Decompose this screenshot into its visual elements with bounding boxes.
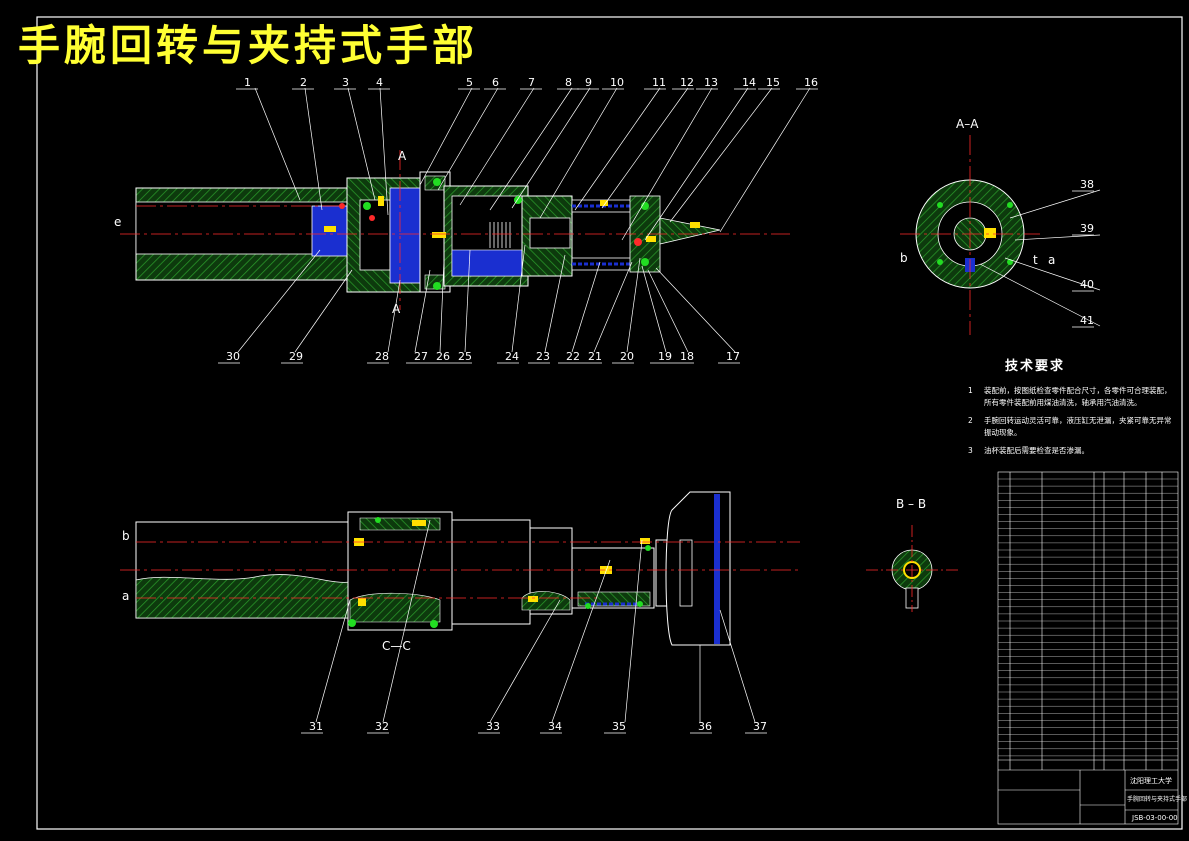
university-name: 沈阳理工大学 bbox=[1130, 776, 1172, 785]
callout-33: 33 bbox=[486, 720, 500, 733]
tech-item: 1 装配前，按图纸检查零件配合尺寸，各零件可合理装配，所有零件装配前用煤油清洗，轴… bbox=[968, 385, 1178, 409]
main-section-view bbox=[120, 150, 790, 310]
callout-19: 19 bbox=[658, 350, 672, 363]
tech-item-text: 油杯装配后需要检查是否渗漏。 bbox=[984, 446, 1089, 455]
callout-26: 26 bbox=[436, 350, 450, 363]
callout-13: 13 bbox=[704, 76, 718, 89]
callout-16: 16 bbox=[804, 76, 818, 89]
port-a-label: a bbox=[122, 589, 129, 603]
drawing-name: 手腕回转与夹持式手部 bbox=[1127, 795, 1187, 803]
callout-11: 11 bbox=[652, 76, 666, 89]
callout-2: 2 bbox=[300, 76, 307, 89]
callout-36: 36 bbox=[698, 720, 712, 733]
callout-5: 5 bbox=[466, 76, 473, 89]
bom-table bbox=[997, 471, 1179, 825]
bottom-row-callouts: 30 29 28 27 26 25 24 23 22 21 20 19 18 17 bbox=[218, 350, 740, 364]
drawing-title: 手腕回转与夹持式手部 bbox=[18, 21, 479, 70]
callout-34: 34 bbox=[548, 720, 562, 733]
callout-7: 7 bbox=[528, 76, 535, 89]
tech-item-number: 3 bbox=[968, 446, 973, 455]
callout-39: 39 bbox=[1080, 222, 1094, 235]
callout-12: 12 bbox=[680, 76, 694, 89]
lower-external-view bbox=[120, 491, 800, 646]
callout-30: 30 bbox=[226, 350, 240, 363]
callout-8: 8 bbox=[565, 76, 572, 89]
callout-20: 20 bbox=[620, 350, 634, 363]
callout-23: 23 bbox=[536, 350, 550, 363]
section-a-marker-top: A bbox=[398, 149, 407, 163]
callout-21: 21 bbox=[588, 350, 602, 363]
callout-1: 1 bbox=[244, 76, 251, 89]
section-aa-label: A–A bbox=[956, 117, 979, 131]
section-bb-view bbox=[866, 525, 958, 612]
section-bb-label: B – B bbox=[896, 497, 926, 511]
callout-22: 22 bbox=[566, 350, 580, 363]
tech-item-number: 1 bbox=[968, 386, 973, 395]
callout-38: 38 bbox=[1080, 178, 1094, 191]
bom-rows bbox=[998, 478, 1178, 757]
section-aa-view bbox=[900, 135, 1040, 335]
port-b-label: b bbox=[122, 529, 130, 543]
tech-item: 3 油杯装配后需要检查是否渗漏。 bbox=[968, 445, 1178, 457]
tech-requirements-list: 1 装配前，按图纸检查零件配合尺寸，各零件可合理装配，所有零件装配前用煤油清洗，轴… bbox=[968, 385, 1178, 463]
callout-6: 6 bbox=[492, 76, 499, 89]
callout-31: 31 bbox=[309, 720, 323, 733]
tech-item-number: 2 bbox=[968, 416, 973, 425]
callout-29: 29 bbox=[289, 350, 303, 363]
callout-28: 28 bbox=[375, 350, 389, 363]
section-a-marker-bottom: A bbox=[392, 302, 401, 316]
callout-35: 35 bbox=[612, 720, 626, 733]
callout-18: 18 bbox=[680, 350, 694, 363]
callout-24: 24 bbox=[505, 350, 519, 363]
port-a-label-aa: a bbox=[1048, 253, 1055, 267]
callout-37: 37 bbox=[753, 720, 767, 733]
callout-40: 40 bbox=[1080, 278, 1094, 291]
callout-15: 15 bbox=[766, 76, 780, 89]
callout-9: 9 bbox=[585, 76, 592, 89]
top-leaders bbox=[254, 87, 811, 241]
callout-10: 10 bbox=[610, 76, 624, 89]
right-callouts: 38 39 40 41 bbox=[1072, 178, 1094, 328]
callout-14: 14 bbox=[742, 76, 756, 89]
callout-17: 17 bbox=[726, 350, 740, 363]
tech-item: 2 手腕回转运动灵活可靠，液压缸无泄漏，夹紧可靠无异常振动现象。 bbox=[968, 415, 1178, 439]
callout-4: 4 bbox=[376, 76, 383, 89]
bottom-leaders bbox=[237, 244, 736, 353]
lower-callouts: 31 32 33 34 35 36 37 bbox=[301, 720, 767, 734]
callout-32: 32 bbox=[375, 720, 389, 733]
callout-41: 41 bbox=[1080, 314, 1094, 327]
tech-item-text: 手腕回转运动灵活可靠，液压缸无泄漏，夹紧可靠无异常振动现象。 bbox=[984, 416, 1172, 437]
tech-item-text: 装配前，按图纸检查零件配合尺寸，各零件可合理装配，所有零件装配前用煤油清洗，轴承… bbox=[984, 386, 1172, 407]
port-t-label: t bbox=[1033, 253, 1038, 267]
callout-27: 27 bbox=[414, 350, 428, 363]
drawing-number: JSB-03-00-00 bbox=[1131, 814, 1178, 822]
drawing-border bbox=[36, 16, 1183, 830]
callout-3: 3 bbox=[342, 76, 349, 89]
port-b-label-aa: b bbox=[900, 251, 908, 265]
port-e-label: e bbox=[114, 215, 121, 229]
callout-25: 25 bbox=[458, 350, 472, 363]
tech-requirements-heading: 技术要求 bbox=[1005, 359, 1066, 374]
section-cc-label: C—C bbox=[382, 639, 411, 653]
